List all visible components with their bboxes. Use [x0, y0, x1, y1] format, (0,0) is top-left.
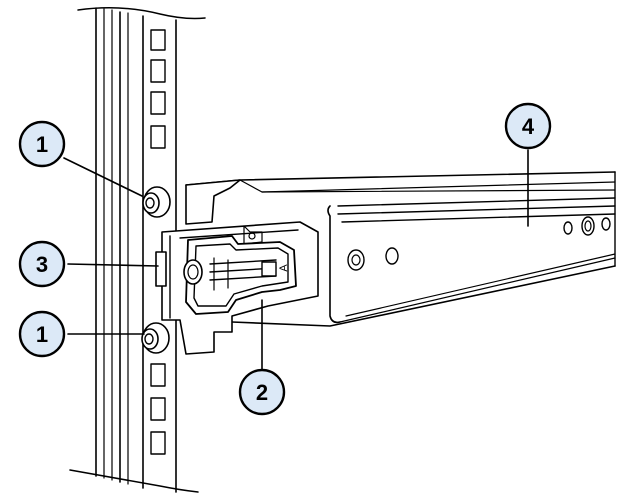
alignment-pin-bottom: [141, 322, 170, 354]
callout-2-label: 2: [256, 380, 268, 405]
callout-4: 4: [504, 102, 552, 150]
callout-1-top: 1: [18, 120, 66, 168]
callout-3: 3: [18, 240, 66, 288]
latch-marking-text: A: [278, 264, 290, 272]
callout-1-bottom-label: 1: [36, 322, 48, 347]
callout-1-top-label: 1: [36, 132, 48, 157]
alignment-pin-top: [142, 186, 171, 218]
leader-lines: [63, 149, 529, 371]
callout-2: 2: [238, 368, 286, 416]
callout-4-label: 4: [522, 114, 535, 139]
callout-1-bottom: 1: [18, 310, 66, 358]
callout-3-label: 3: [36, 252, 48, 277]
latch-lever: A: [183, 235, 297, 315]
